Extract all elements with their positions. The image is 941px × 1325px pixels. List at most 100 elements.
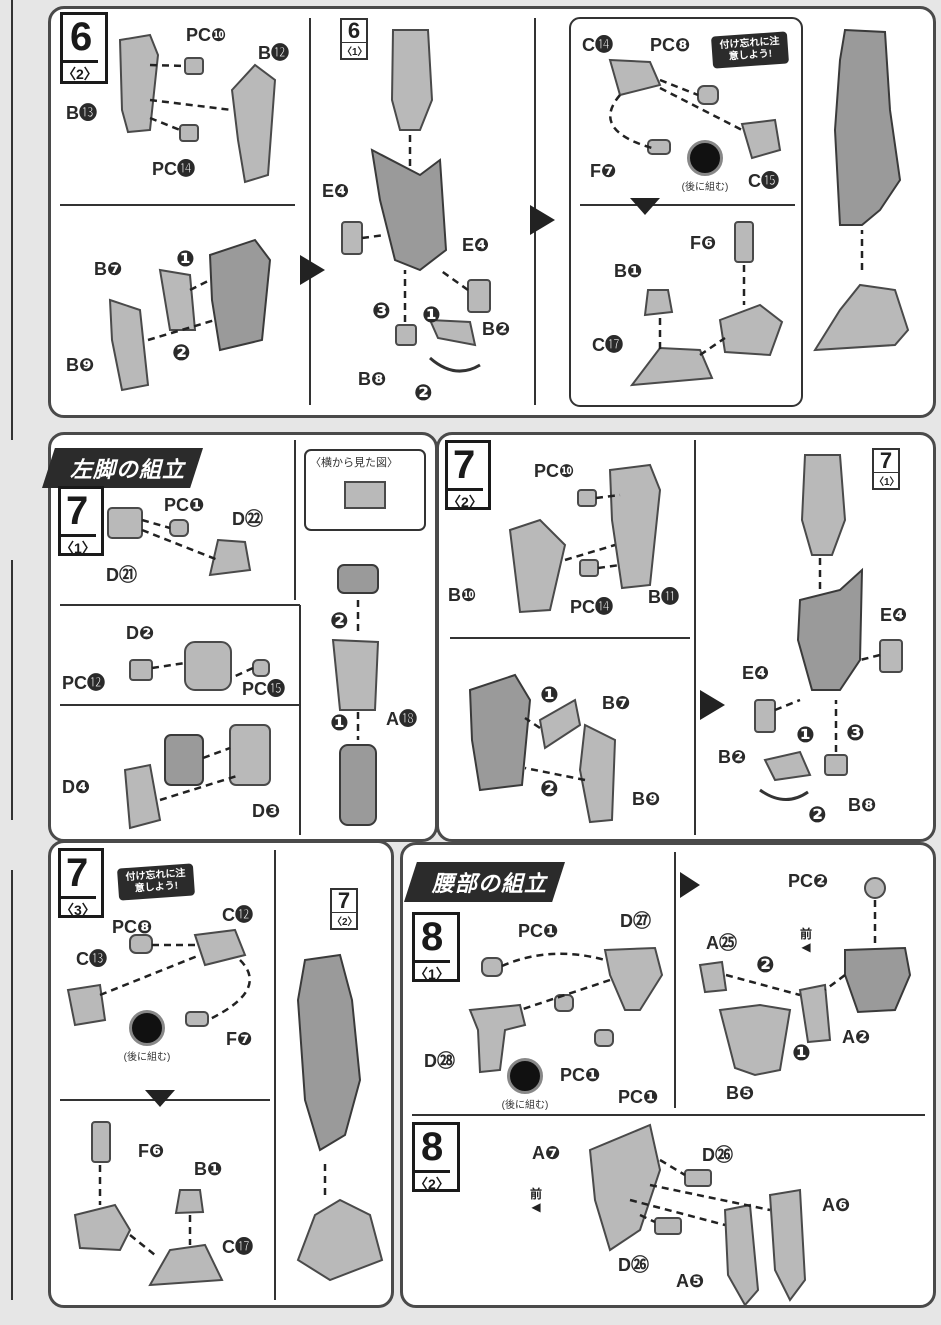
label-p1-pc14: PC⓮ (152, 159, 196, 179)
part-c15 (740, 118, 782, 160)
label-p4-c17: C⓱ (222, 1237, 253, 1257)
label-p1-c14: C⓮ (582, 35, 613, 55)
label-p1-c17: C⓱ (592, 335, 623, 355)
part-d27 (603, 946, 664, 1011)
assemble-later-2: (後に組む) (112, 1010, 182, 1063)
part-pc1-8c (594, 1029, 614, 1047)
label-p2-d21: D㉑ (106, 565, 137, 585)
part-d26a (684, 1169, 712, 1187)
step-8-2-sub: 〈2〉 (414, 1170, 450, 1194)
step-6-2-sub: 〈2〉 (62, 60, 98, 84)
label-p2-d3: D❸ (252, 801, 281, 821)
part-d4 (123, 763, 162, 830)
part-foot-complete-7 (296, 1198, 384, 1282)
dont-forget-note-1: 付け忘れに注意しよう! (710, 31, 790, 69)
label-p4-f7: F❼ (226, 1029, 253, 1049)
label-p2-pc1: PC❶ (164, 495, 205, 515)
step-8-2-header (412, 1122, 460, 1192)
order-mark-3: ❸ (372, 298, 391, 323)
label-p5-d26b: D㉖ (618, 1255, 649, 1275)
part-d22 (208, 538, 252, 577)
label-p5-b5: B❺ (726, 1083, 755, 1103)
label-p3-b2: B❷ (718, 747, 747, 767)
label-p5-a5: A❺ (676, 1271, 705, 1291)
part-pc2 (864, 877, 886, 899)
step-7-1-number: 7 (66, 489, 89, 533)
part-b7-b (538, 698, 582, 750)
part-b9 (108, 298, 150, 392)
step-7-3-number: 7 (66, 851, 89, 895)
label-p1-b12: B⓬ (258, 43, 289, 63)
label-p1-f7: F❼ (590, 161, 617, 181)
label-p5-a6: A❻ (822, 1195, 851, 1215)
label-p5-pc1b: PC❶ (560, 1065, 601, 1085)
label-p1-b2: B❷ (482, 319, 511, 339)
step-7-2-number: 7 (453, 443, 476, 487)
step-7-1-sub: 〈1〉 (60, 534, 96, 558)
part-d2 (184, 641, 232, 691)
step-8-1-number: 8 (421, 915, 444, 959)
part-knee-6-1 (390, 29, 434, 131)
label-p5-pc1c: PC❶ (618, 1087, 659, 1107)
order-mark-2: ❷ (540, 776, 559, 801)
part-leg-complete-6 (833, 28, 902, 226)
label-p1-b7: B❼ (94, 259, 123, 279)
part-a18 (331, 638, 380, 711)
label-p3-e4b: E❹ (742, 663, 770, 683)
label-p3-b9: B❾ (632, 789, 661, 809)
step-7-3-sub: 〈3〉 (60, 896, 96, 920)
step-6-2-header (60, 12, 108, 84)
label-p3-e4a: E❹ (880, 605, 908, 625)
order-mark-2: ❷ (808, 802, 827, 827)
arrow-down (145, 1090, 175, 1107)
part-pc14 (179, 124, 199, 142)
label-p5-d28: D㉘ (424, 1051, 455, 1071)
part-b1 (643, 289, 674, 317)
part-lower-leg-6-1 (370, 148, 448, 272)
part-a6 (768, 1188, 807, 1302)
part-leg-complete-7 (296, 953, 362, 1152)
label-p4-c12: C⓬ (222, 905, 253, 925)
part-b11 (608, 463, 662, 590)
step-7-2-sub: 〈2〉 (447, 488, 483, 512)
part-lower-leg-7-2b (796, 567, 864, 691)
order-mark-2: ❷ (756, 952, 775, 977)
label-p5-a2: A❷ (842, 1027, 871, 1047)
arrow-right (300, 255, 325, 285)
order-mark-2: ❷ (330, 608, 349, 633)
label-p1-c15: C⓯ (748, 171, 779, 191)
label-p1-e4a: E❹ (322, 181, 350, 201)
label-p3-pc10: PC❿ (534, 461, 575, 481)
part-c17-b (148, 1243, 224, 1287)
part-d26b (654, 1217, 682, 1235)
assemble-later-1: (後に組む) (670, 140, 740, 193)
part-a25 (698, 960, 728, 994)
step-8-2-number: 8 (421, 1125, 444, 1169)
part-knee-7-2 (800, 454, 847, 556)
part-b10 (508, 518, 567, 614)
part-e4-right-b (879, 639, 903, 673)
order-mark-3: ❸ (846, 720, 865, 745)
part-waist-center (844, 946, 912, 1014)
arrow-right (680, 872, 700, 898)
order-mark-1: ❶ (792, 1040, 811, 1065)
part-pc1-8a (481, 957, 503, 977)
step-7-1-header (58, 486, 104, 556)
label-p4-f6: F❻ (138, 1141, 165, 1161)
order-mark-1: ❶ (176, 246, 195, 271)
order-mark-2: ❷ (172, 340, 191, 365)
part-knee-cap (337, 564, 379, 594)
part-pc10-b (577, 489, 597, 507)
part-c17 (629, 346, 714, 387)
part-f7-b (185, 1011, 209, 1027)
step-8-1-sub: 〈1〉 (414, 960, 450, 984)
part-c13 (66, 983, 107, 1027)
order-mark-2: ❷ (414, 380, 433, 405)
label-p1-b9: B❾ (66, 355, 95, 375)
label-p2-d22: D㉒ (232, 509, 263, 529)
part-e4-right (467, 279, 491, 313)
part-e4-left-b (754, 699, 776, 733)
label-p1-e4b: E❹ (462, 235, 490, 255)
label-p3-b11: B⓫ (648, 587, 679, 607)
label-p3-pc14: PC⓮ (570, 597, 614, 617)
